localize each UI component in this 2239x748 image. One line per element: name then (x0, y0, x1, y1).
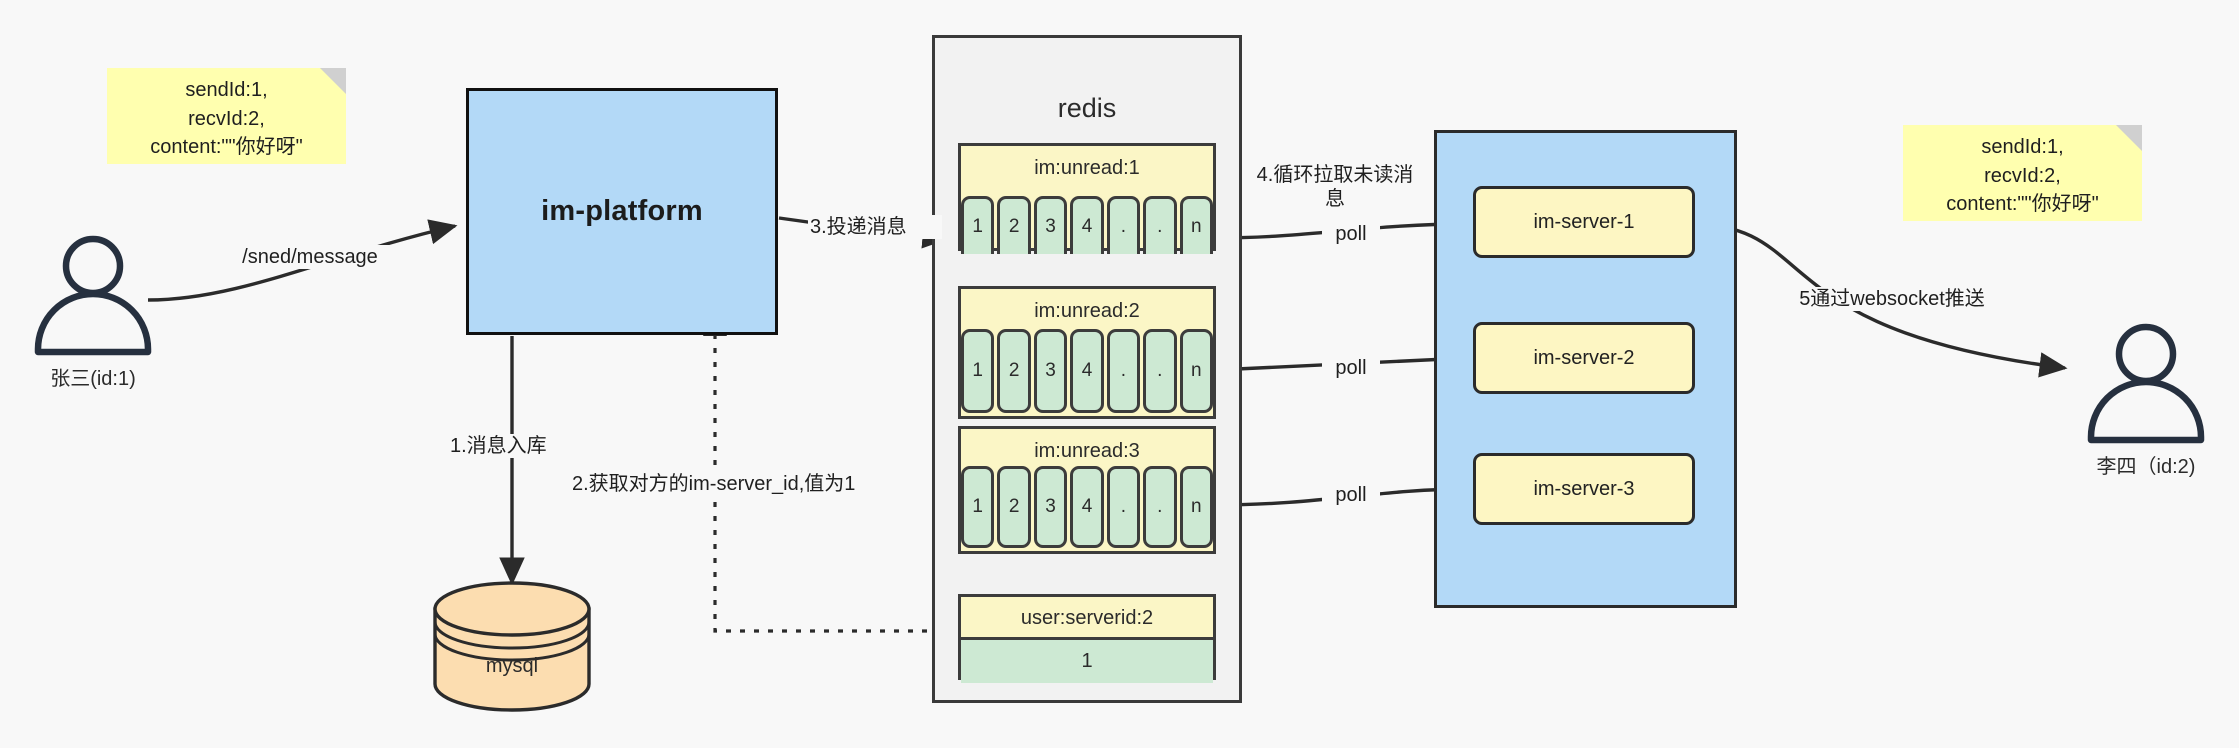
im-platform-label: im-platform (541, 195, 703, 227)
sender-actor-label: 张三(id:1) (50, 368, 136, 390)
edge-label-step1: 1.消息入库 (448, 434, 582, 459)
node-mysql[interactable]: mysql (435, 655, 589, 685)
queue-cell[interactable]: 2 (997, 196, 1031, 254)
queue-cell[interactable]: . (1143, 466, 1177, 548)
im-server-1-label: im-server-1 (1533, 210, 1635, 233)
queue-cell[interactable]: . (1143, 196, 1177, 254)
note-receiver-text: sendId:1, recvId:2, content:""你好呀" (1946, 136, 2099, 216)
note-sender-text: sendId:1, recvId:2, content:""你好呀" (150, 79, 303, 159)
redis-title: redis (1057, 93, 1117, 123)
edge-label-step4: 4.循环拉取未读消 息 (1252, 163, 1418, 212)
edge-label-poll-3: poll (1322, 483, 1380, 508)
queue-cell[interactable]: . (1106, 329, 1141, 413)
redis-queue-3-cells: 1 2 3 4 . . n (961, 466, 1213, 548)
redis-queue-3-key: im:unread:3 (1034, 440, 1140, 462)
edge-get-server-id (703, 309, 955, 633)
receiver-actor-icon (2087, 323, 2205, 444)
queue-cell[interactable]: n (1179, 329, 1213, 413)
receiver-actor-label: 李四（id:2) (2096, 456, 2196, 478)
redis-queue-2-cells: 1 2 3 4 . . n (961, 329, 1213, 413)
queue-cell[interactable]: . (1143, 329, 1177, 413)
queue-cell[interactable]: 4 (1070, 196, 1104, 254)
queue-cell[interactable]: 1 (961, 196, 995, 254)
queue-cell[interactable]: 3 (1033, 329, 1068, 413)
im-server-2-label: im-server-2 (1533, 346, 1635, 369)
queue-cell[interactable]: 3 (1033, 466, 1068, 548)
redis-queue-1-key: im:unread:1 (1034, 157, 1140, 179)
edge-label-poll-1: poll (1322, 222, 1380, 247)
edge-label-poll-2: poll (1322, 356, 1380, 381)
mysql-label: mysql (485, 655, 539, 677)
edge-label-step5: 5通过websocket推送 (1780, 287, 2004, 312)
mysql-cylinder-icon (433, 581, 591, 712)
node-im-server-1[interactable]: im-server-1 (1473, 186, 1695, 258)
redis-queue-2-key: im:unread:2 (1034, 300, 1140, 322)
queue-cell[interactable]: . (1106, 196, 1141, 254)
note-fold-icon (2116, 125, 2142, 151)
queue-cell[interactable]: n (1179, 466, 1213, 548)
redis-kv-value: 1 (961, 637, 1213, 683)
edge-label-step3: 3.投递消息 (808, 215, 942, 240)
queue-cell[interactable]: 4 (1070, 329, 1104, 413)
redis-kv-key: user:serverid:2 (961, 597, 1213, 637)
queue-cell[interactable]: . (1106, 466, 1141, 548)
edge-label-step2: 2.获取对方的im-server_id,值为1 (570, 472, 884, 497)
queue-cell[interactable]: 1 (961, 329, 995, 413)
queue-cell[interactable]: 2 (997, 466, 1031, 548)
queue-cell[interactable]: 4 (1070, 466, 1104, 548)
note-sender-payload: sendId:1, recvId:2, content:""你好呀" (107, 68, 346, 164)
edge-send-message (147, 219, 458, 302)
queue-cell[interactable]: 3 (1033, 196, 1068, 254)
node-im-server-3[interactable]: im-server-3 (1473, 453, 1695, 525)
redis-kv-user-serverid[interactable]: user:serverid:2 1 (958, 594, 1216, 683)
queue-cell[interactable]: 2 (997, 329, 1031, 413)
im-server-3-label: im-server-3 (1533, 477, 1635, 500)
redis-queue-1-cells: 1 2 3 4 . . n (961, 196, 1213, 254)
note-fold-icon (320, 68, 346, 94)
node-im-platform[interactable]: im-platform (466, 88, 778, 335)
note-receiver-payload: sendId:1, recvId:2, content:""你好呀" (1903, 125, 2142, 221)
sender-actor-icon (34, 235, 152, 356)
node-im-server-2[interactable]: im-server-2 (1473, 322, 1695, 394)
edge-label-send-message: /sned/message (228, 245, 392, 270)
queue-cell[interactable]: 1 (961, 466, 995, 548)
queue-cell[interactable]: n (1179, 196, 1213, 254)
